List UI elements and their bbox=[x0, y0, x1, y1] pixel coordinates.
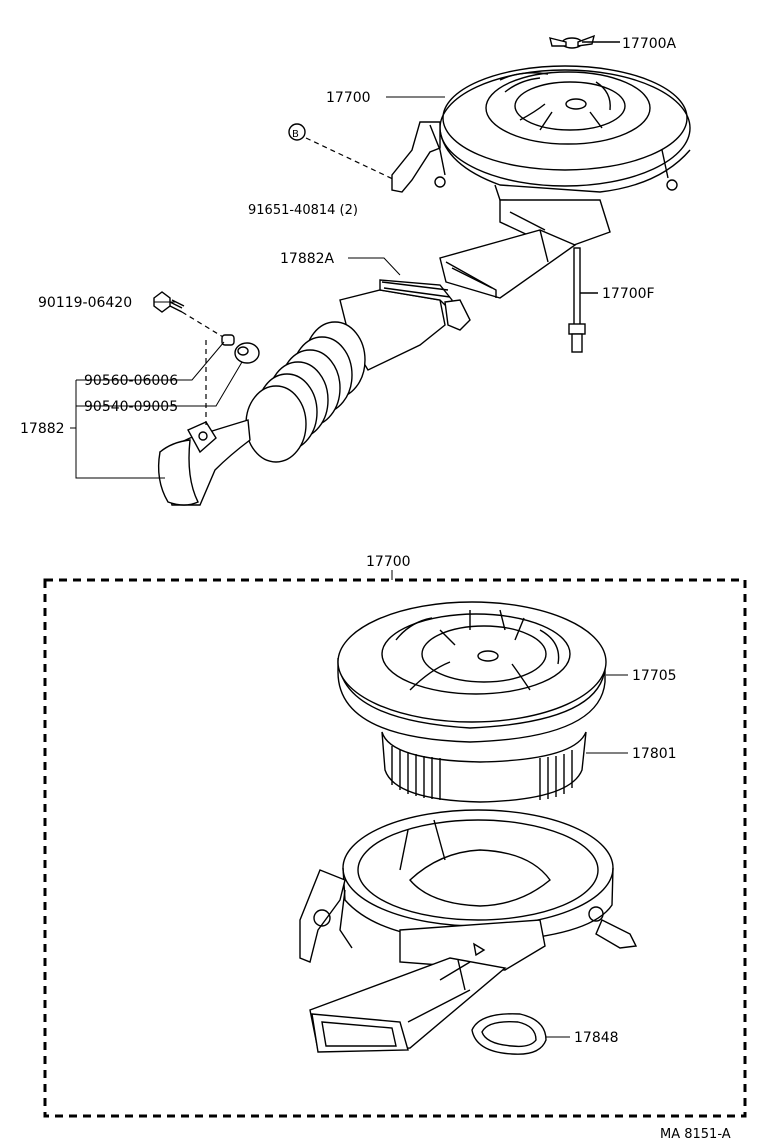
label-90119-06420: 90119-06420 bbox=[38, 295, 132, 311]
label-17801: 17801 bbox=[632, 746, 677, 762]
gasket-icon bbox=[471, 1013, 570, 1055]
label-17705: 17705 bbox=[632, 668, 677, 684]
clip-b-icon bbox=[288, 123, 396, 181]
label-17882: 17882 bbox=[20, 421, 65, 437]
air-cleaner-lid bbox=[337, 601, 628, 743]
intake-hose-assembly bbox=[157, 279, 471, 506]
label-b-mark: B bbox=[292, 129, 299, 140]
label-17700: 17700 bbox=[326, 90, 371, 106]
label-17700-group: 17700 bbox=[366, 554, 411, 570]
leader-17882a bbox=[348, 257, 401, 276]
leader-90540 bbox=[76, 361, 243, 407]
label-90560-06006: 90560-06006 bbox=[84, 373, 178, 389]
label-90540-09005: 90540-09005 bbox=[84, 399, 178, 415]
wing-nut-icon bbox=[549, 34, 620, 49]
grommet-icon bbox=[234, 342, 260, 364]
collar-icon bbox=[221, 334, 235, 346]
filter-element bbox=[381, 731, 628, 803]
label-17700f: 17700F bbox=[602, 286, 655, 302]
air-cleaner-case bbox=[299, 809, 638, 1053]
group-box-17700 bbox=[43, 578, 747, 1118]
leader-17882-bracket bbox=[75, 380, 165, 479]
label-17848: 17848 bbox=[574, 1030, 619, 1046]
leader-90560 bbox=[76, 341, 225, 381]
label-17882a: 17882A bbox=[280, 251, 335, 267]
label-91651-40814: 91651-40814 (2) bbox=[248, 203, 358, 218]
air-cleaner-assembly-top bbox=[391, 65, 691, 299]
stud-bolt-icon bbox=[568, 247, 598, 353]
label-17700a: 17700A bbox=[622, 36, 677, 52]
drawing-code: MA 8151-A bbox=[660, 1127, 731, 1142]
